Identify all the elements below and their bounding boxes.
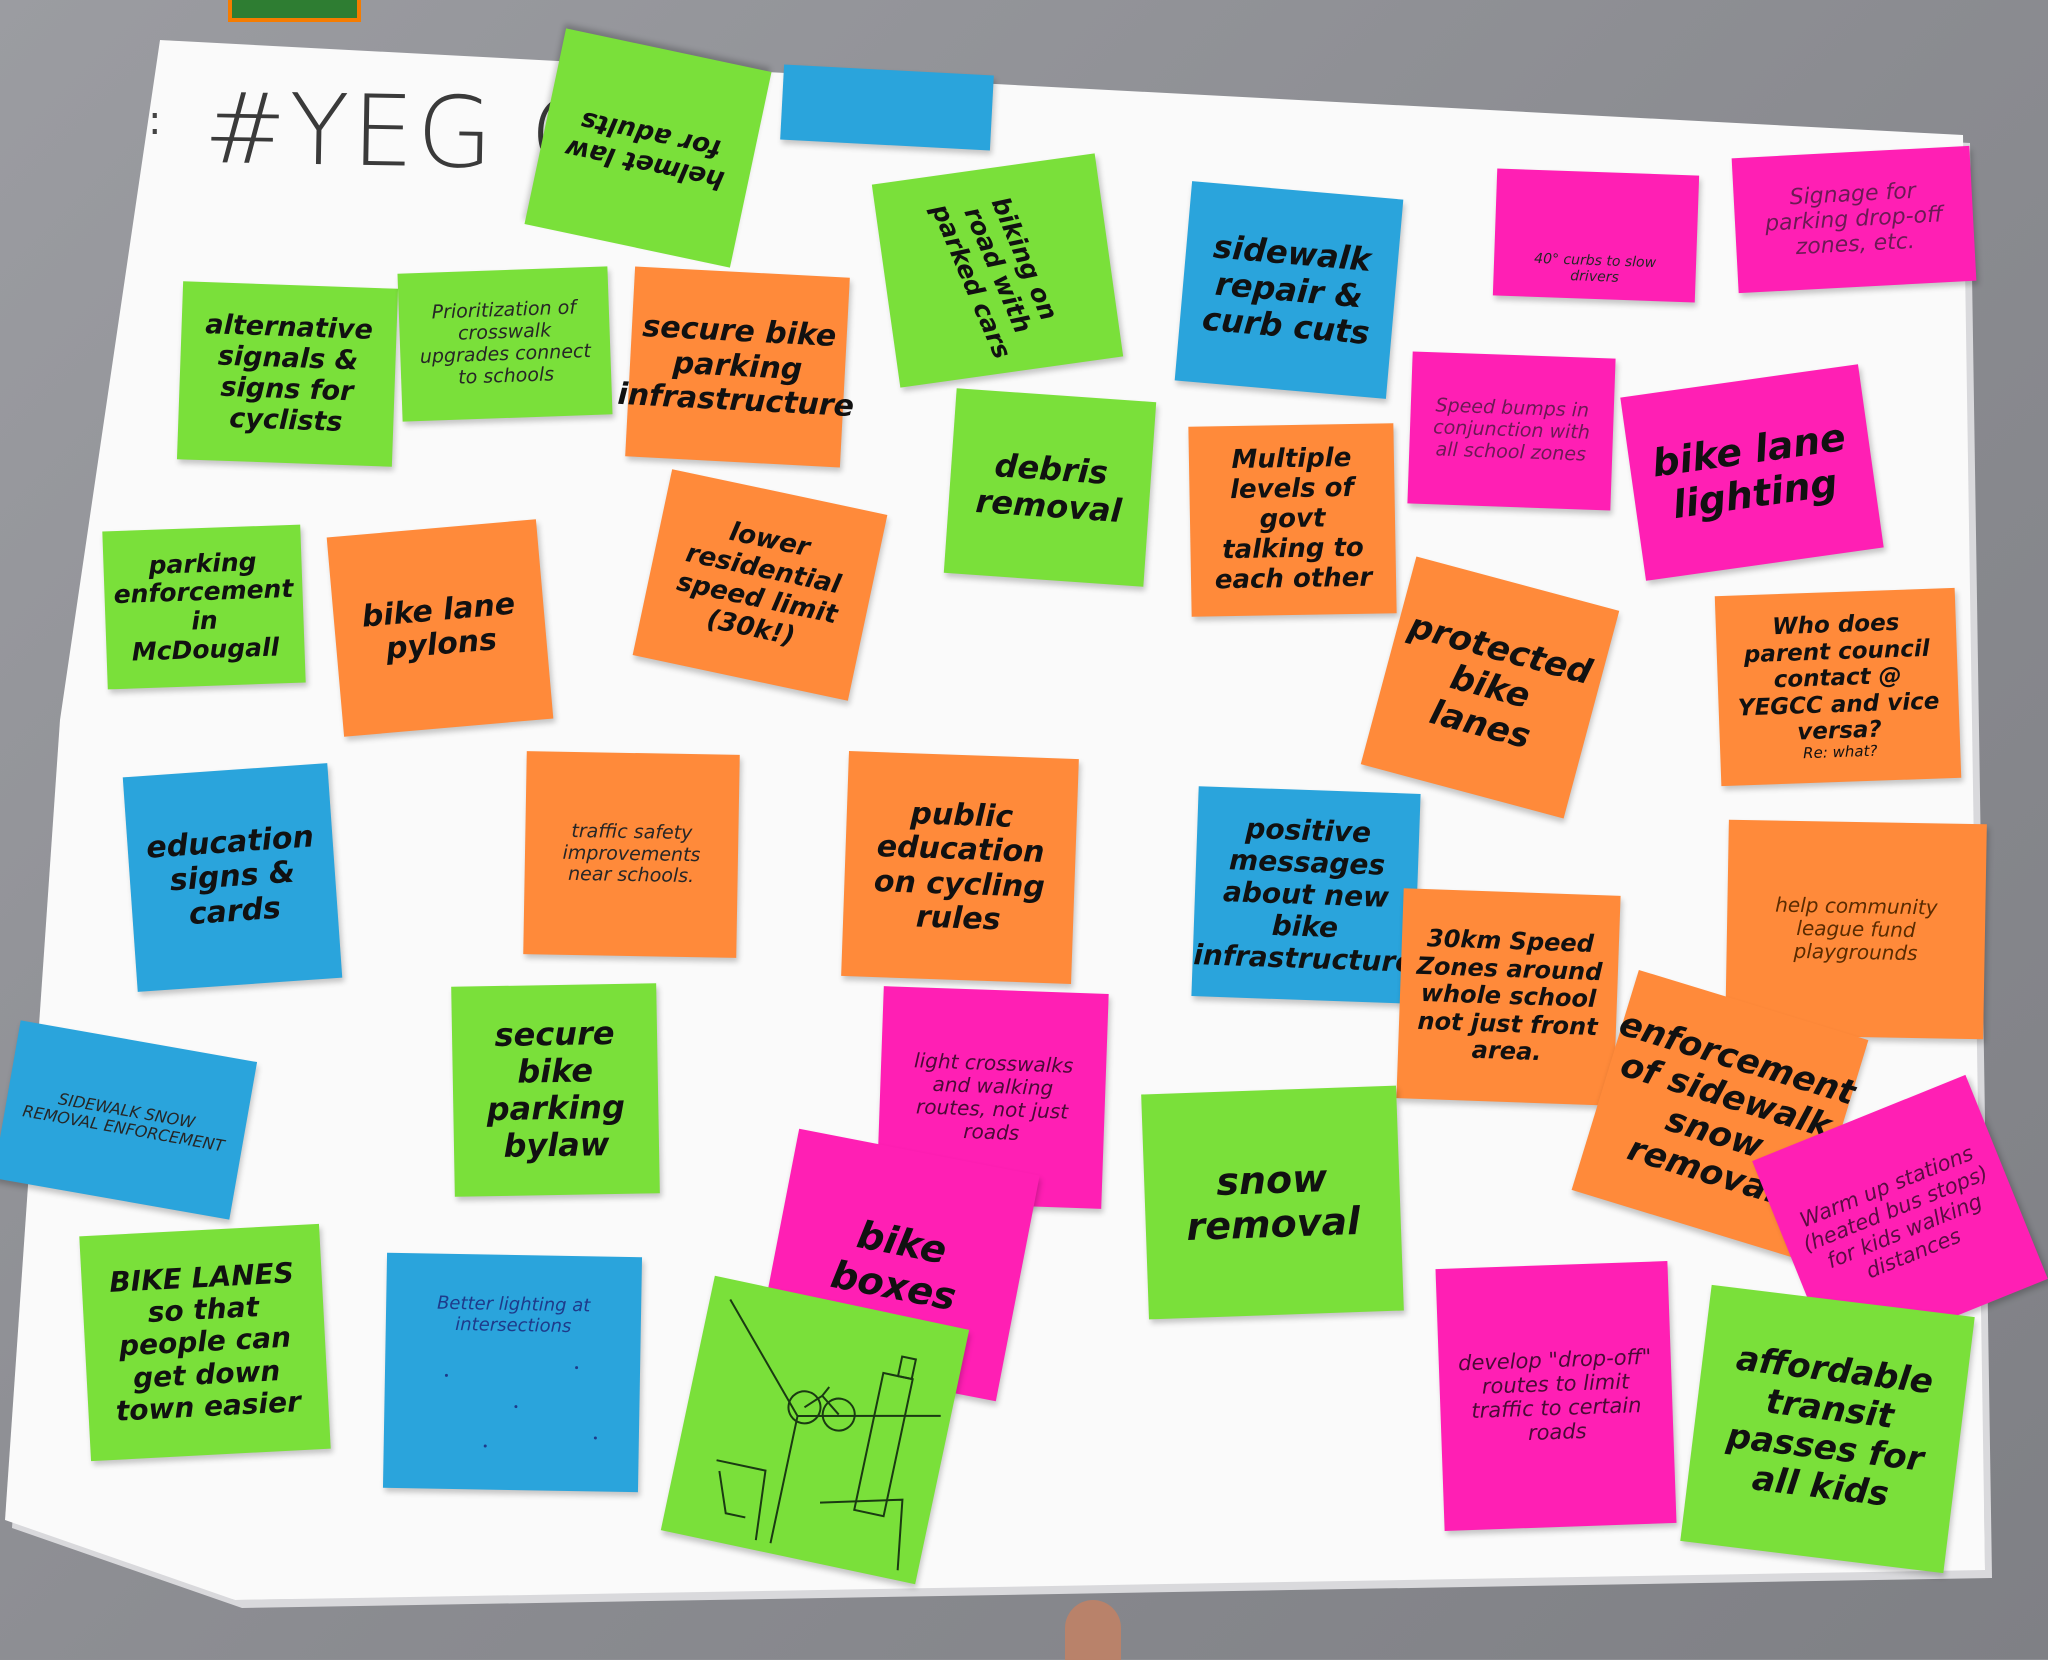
note-snow-removal[interactable]: snow removal	[1141, 1085, 1404, 1320]
note-text: BIKE LANES so that people can get down t…	[108, 1256, 302, 1428]
note-text: Better lighting at intersections	[436, 1292, 591, 1337]
note-text: help community league fund playgrounds	[1775, 892, 1938, 966]
cyclist-sketch-icon	[716, 1299, 941, 1571]
note-help-community-league[interactable]: help community league fund playgrounds	[1725, 819, 1987, 1040]
note-text: traffic safety improvements near schools…	[562, 819, 701, 888]
note-public-education[interactable]: public education on cycling rules	[841, 751, 1079, 984]
note-secure-bike-parking-bylaw[interactable]: secure bike parking bylaw	[451, 983, 660, 1197]
ink-dot	[593, 1436, 597, 1440]
note-text: develop "drop-off" routes to limit traff…	[1457, 1344, 1652, 1446]
ink-dot	[514, 1405, 518, 1409]
ink-dot	[575, 1366, 579, 1370]
note-text: Speed bumps in conjunction with all scho…	[1432, 394, 1591, 466]
note-text: secure bike parking infrastructure	[616, 309, 855, 425]
note-debris-removal[interactable]: debris removal	[943, 388, 1157, 587]
note-text: debris removal	[974, 445, 1124, 530]
note-text: Signage for parking drop-off zones, etc.	[1764, 178, 1944, 261]
note-text: snow removal	[1185, 1155, 1361, 1249]
note-develop-drop-off[interactable]: develop "drop-off" routes to limit traff…	[1435, 1261, 1677, 1531]
note-text: parking enforcement in McDougall	[113, 546, 294, 667]
note-positive-messages[interactable]: positive messages about new bike infrast…	[1191, 786, 1421, 1004]
table-corner-object	[228, 0, 361, 22]
ink-dot	[483, 1444, 487, 1448]
note-subtext: Re: what?	[1802, 742, 1878, 763]
note-helmet-law[interactable]: helmet law for adults	[524, 28, 772, 268]
note-text: Warm up stations (heated bus stops) for …	[1796, 1140, 1992, 1284]
note-folded-blue[interactable]	[780, 64, 994, 151]
title-colon: :	[148, 98, 162, 144]
note-text: 30km Speed Zones around whole school not…	[1416, 924, 1603, 1067]
note-text: bike lane lighting	[1649, 414, 1849, 527]
note-bike-lane-lighting[interactable]: bike lane lighting	[1620, 364, 1884, 581]
note-parking-enforcement[interactable]: parking enforcement in McDougall	[102, 524, 306, 690]
note-text: 40° curbs to slow drivers	[1533, 250, 1657, 286]
note-text: Who does parent council contact @ YEGCC …	[1737, 610, 1940, 746]
note-text: protected bike lanes	[1404, 605, 1597, 758]
note-text: SIDEWALK SNOW REMOVAL ENFORCEMENT	[21, 1088, 226, 1156]
note-text: affordable transit passes for all kids	[1724, 1338, 1936, 1515]
note-prioritization-crosswalk[interactable]: Prioritization of crosswalk upgrades con…	[397, 266, 613, 422]
note-who-does-parent-council[interactable]: Who does parent council contact @ YEGCC …	[1714, 587, 1962, 787]
note-biking-on-road[interactable]: biking on road with parked cars	[871, 153, 1124, 388]
note-text: bike lane pylons	[360, 585, 517, 667]
note-education-signs[interactable]: education signs & cards	[122, 763, 343, 992]
note-sketch[interactable]	[660, 1275, 970, 1585]
note-text: biking on road with parked cars	[926, 192, 1064, 364]
note-traffic-safety[interactable]: traffic safety improvements near schools…	[523, 751, 740, 958]
note-text: Multiple levels of govt talking to each …	[1214, 443, 1373, 596]
note-text: public education on cycling rules	[873, 795, 1046, 938]
note-text: secure bike parking bylaw	[486, 1014, 626, 1165]
note-speed-bumps[interactable]: Speed bumps in conjunction with all scho…	[1407, 351, 1616, 511]
note-bike-lanes-downtown[interactable]: BIKE LANES so that people can get down t…	[79, 1223, 331, 1462]
note-affordable-transit[interactable]: affordable transit passes for all kids	[1680, 1284, 1975, 1574]
note-text: lower residential speed limit (30k!)	[674, 517, 844, 652]
note-text: alternative signals & signs for cyclists	[204, 309, 374, 438]
note-sidewalk-repair[interactable]: sidewalk repair & curb cuts	[1174, 181, 1404, 399]
note-signage-parking[interactable]: Signage for parking drop-off zones, etc.	[1731, 145, 1977, 294]
note-40-curbs[interactable]: 40° curbs to slow drivers	[1492, 168, 1700, 303]
note-text: helmet law for adults	[562, 104, 727, 196]
note-secure-bike-parking-infra[interactable]: secure bike parking infrastructure	[617, 266, 855, 468]
thumb	[1065, 1600, 1121, 1660]
note-bike-lane-pylons[interactable]: bike lane pylons	[326, 519, 554, 737]
note-text: light crosswalks and walking routes, not…	[913, 1047, 1074, 1145]
note-text: education signs & cards	[145, 819, 315, 932]
note-30km-speed-zones[interactable]: 30km Speed Zones around whole school not…	[1396, 888, 1621, 1106]
note-multiple-levels-govt[interactable]: Multiple levels of govt talking to each …	[1188, 423, 1397, 617]
note-better-lighting[interactable]: Better lighting at intersections	[382, 1252, 643, 1493]
note-text: positive messages about new bike infrast…	[1192, 811, 1415, 980]
note-alternative-signals[interactable]: alternative signals & signs for cyclists	[176, 281, 399, 467]
ink-dot	[444, 1373, 448, 1377]
note-text: Prioritization of crosswalk upgrades con…	[419, 296, 592, 389]
note-text: sidewalk repair & curb cuts	[1200, 227, 1373, 353]
